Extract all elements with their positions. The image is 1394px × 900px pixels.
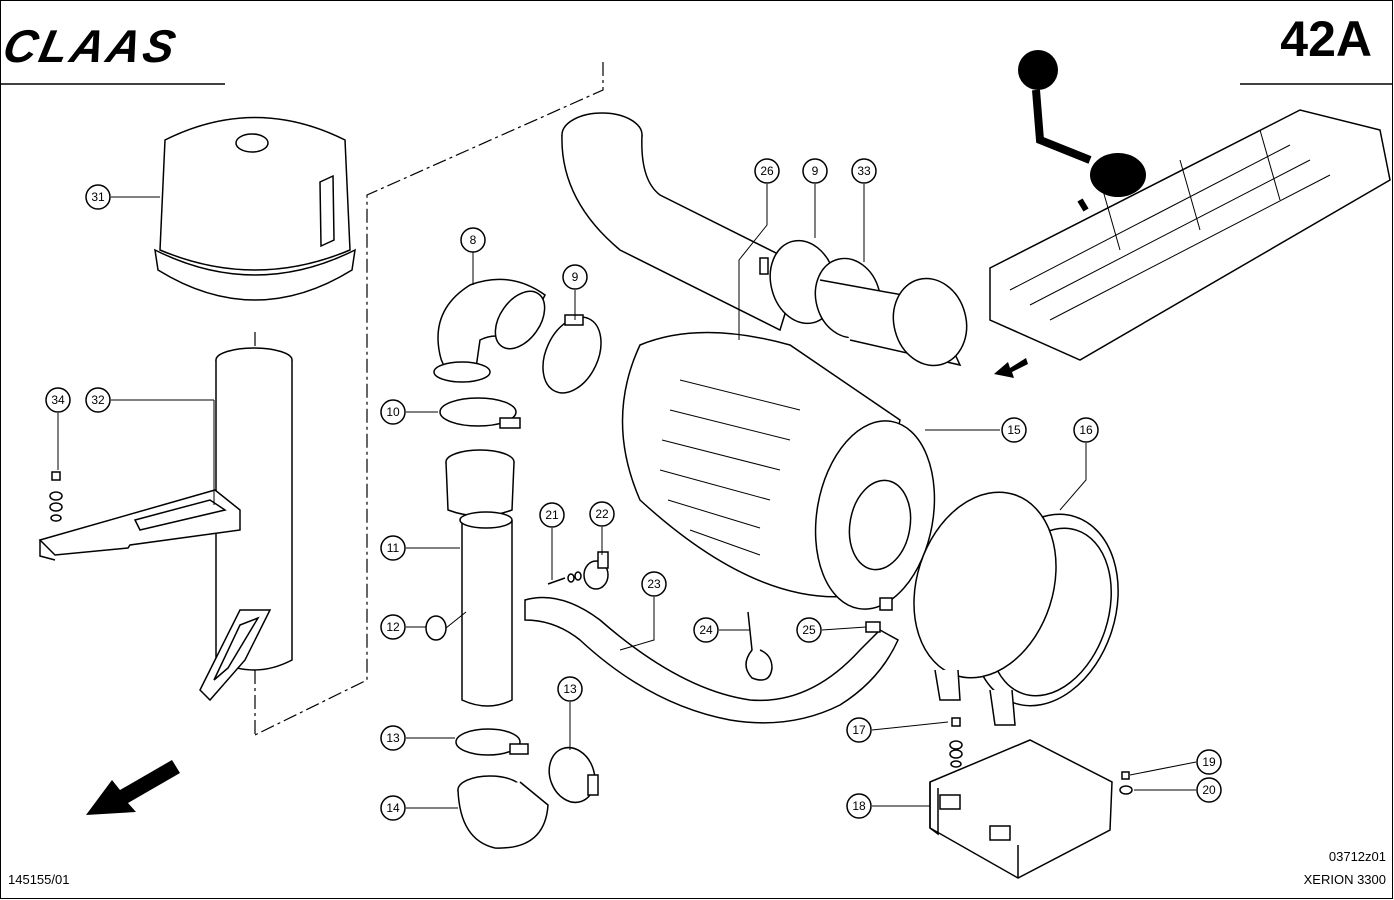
callout-26: 26 xyxy=(754,158,780,184)
hose-clamp-10 xyxy=(439,397,521,429)
callout-17: 17 xyxy=(846,717,872,743)
svg-text:24: 24 xyxy=(699,623,713,637)
callout-34: 34 xyxy=(45,387,71,413)
callout-12: 12 xyxy=(380,614,406,640)
callout-32: 32 xyxy=(85,387,111,413)
svg-text:18: 18 xyxy=(852,799,866,813)
page-number: 42A xyxy=(1280,11,1372,67)
callout-31: 31 xyxy=(85,184,111,210)
callout-33: 33 xyxy=(851,158,877,184)
svg-text:25: 25 xyxy=(802,623,816,637)
svg-text:10: 10 xyxy=(386,405,400,419)
callout-19: 19 xyxy=(1196,749,1222,775)
svg-text:32: 32 xyxy=(91,393,105,407)
svg-text:CLAAS: CLAAS xyxy=(0,20,183,71)
callout-14: 14 xyxy=(380,795,406,821)
bolt-19 xyxy=(1121,771,1130,780)
support-bracket xyxy=(929,739,1113,879)
callout-13-right: 13 xyxy=(557,676,583,702)
svg-text:22: 22 xyxy=(595,507,609,521)
svg-text:21: 21 xyxy=(545,508,559,522)
svg-text:12: 12 xyxy=(386,620,400,634)
callout-16: 16 xyxy=(1073,417,1099,443)
svg-text:20: 20 xyxy=(1202,783,1216,797)
callout-22: 22 xyxy=(589,501,615,527)
chassis-overview-inset xyxy=(989,50,1391,361)
intake-pipe xyxy=(38,347,293,702)
svg-text:16: 16 xyxy=(1079,423,1093,437)
mounting-band-rear xyxy=(913,491,1057,701)
duct-sleeve xyxy=(814,257,968,367)
callout-11: 11 xyxy=(380,535,406,561)
svg-text:14: 14 xyxy=(386,801,400,815)
callout-23: 23 xyxy=(641,571,667,597)
svg-text:9: 9 xyxy=(572,270,579,284)
callout-24: 24 xyxy=(693,617,719,643)
elbow-hose xyxy=(433,278,546,383)
plug-cap xyxy=(425,611,467,641)
cable-tie xyxy=(745,611,773,681)
svg-text:23: 23 xyxy=(647,577,661,591)
hose-clip-22 xyxy=(583,551,609,590)
callout-15: 15 xyxy=(1001,417,1027,443)
assembly-line-main xyxy=(254,62,604,736)
svg-text:34: 34 xyxy=(51,393,65,407)
bolt-17 xyxy=(949,717,963,768)
washer-20 xyxy=(1119,785,1133,795)
svg-text:26: 26 xyxy=(760,164,774,178)
dust-ejection-hose xyxy=(524,596,899,724)
callout-10: 10 xyxy=(380,399,406,425)
drawing-id: 03712z01 xyxy=(1328,849,1386,864)
air-filter-housing xyxy=(621,331,936,611)
callout-20: 20 xyxy=(1196,777,1222,803)
callout-9-upper: 9 xyxy=(562,264,588,290)
leader-lines xyxy=(57,184,1197,809)
model-name: XERION 3300 xyxy=(1303,872,1386,887)
valve-25 xyxy=(865,621,881,633)
callout-13-left: 13 xyxy=(380,725,406,751)
svg-text:11: 11 xyxy=(387,541,400,555)
svg-text:33: 33 xyxy=(857,164,871,178)
svg-text:13: 13 xyxy=(563,682,577,696)
callout-8: 8 xyxy=(460,227,486,253)
precleaner-cap xyxy=(154,116,356,301)
hose-clamp-13a xyxy=(455,728,529,756)
doc-number: 145155/01 xyxy=(8,872,70,887)
connecting-tube xyxy=(445,449,515,707)
svg-text:15: 15 xyxy=(1007,423,1021,437)
svg-text:13: 13 xyxy=(386,731,400,745)
claas-logo: CLAAS xyxy=(0,20,183,71)
svg-text:9: 9 xyxy=(812,164,819,178)
hose-clamp-upper xyxy=(542,314,602,394)
intake-duct xyxy=(561,112,801,332)
callout-25: 25 xyxy=(796,617,822,643)
callout-21: 21 xyxy=(539,502,565,528)
direction-arrow-large xyxy=(86,760,180,815)
bolt-with-washers xyxy=(49,471,63,522)
elbow-hose-lower xyxy=(457,775,549,849)
svg-text:8: 8 xyxy=(470,233,477,247)
bolt-21 xyxy=(547,571,582,585)
svg-text:19: 19 xyxy=(1202,755,1216,769)
direction-arrow-small xyxy=(994,358,1028,378)
hose-clamp-13b xyxy=(548,746,599,804)
callout-18: 18 xyxy=(846,793,872,819)
svg-text:17: 17 xyxy=(852,723,866,737)
callout-9-duct: 9 xyxy=(802,158,828,184)
svg-text:31: 31 xyxy=(91,190,105,204)
